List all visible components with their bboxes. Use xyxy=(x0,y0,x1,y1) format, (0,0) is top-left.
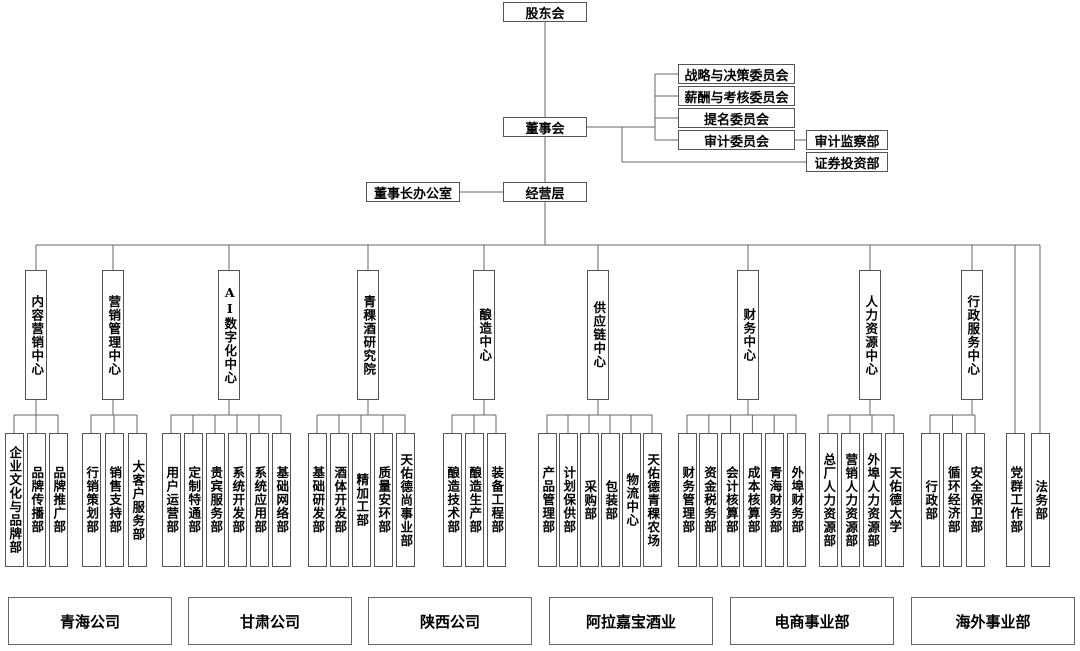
department-box[interactable]: 品牌传播部 xyxy=(26,433,46,567)
department-box[interactable]: 循环经济部 xyxy=(943,433,962,567)
department-box[interactable]: 会计核算部 xyxy=(721,433,741,567)
subsidiary-alajiabao[interactable]: 阿拉嘉宝酒业 xyxy=(549,597,713,645)
department-box[interactable]: 包装部 xyxy=(600,433,620,567)
department-box[interactable]: 采购部 xyxy=(579,433,599,567)
department-box[interactable]: 装备工程部 xyxy=(486,433,506,567)
department-box[interactable]: 销售支持部 xyxy=(104,433,124,567)
department-box[interactable]: 贵宾服务部 xyxy=(205,433,225,567)
shareholders-box[interactable]: 股东会 xyxy=(503,2,587,22)
center-box[interactable]: 财务中心 xyxy=(737,270,759,400)
department-box[interactable]: 财务管理部 xyxy=(677,433,697,567)
department-box[interactable]: 天佑德尚事业部 xyxy=(395,433,415,567)
center-box[interactable]: 酿造中心 xyxy=(473,270,495,400)
department-box[interactable]: 用户运营部 xyxy=(161,433,181,567)
department-box[interactable]: 法务部 xyxy=(1030,433,1050,567)
audit-dept-box[interactable]: 审计监察部 xyxy=(806,130,888,150)
department-box[interactable]: 精加工部 xyxy=(351,433,371,567)
department-box[interactable]: 天佑德大学 xyxy=(884,433,904,567)
center-box[interactable]: AI数字化中心 xyxy=(218,270,240,400)
department-box[interactable]: 成本核算部 xyxy=(742,433,762,567)
securities-dept-box[interactable]: 证券投资部 xyxy=(806,152,888,172)
department-box[interactable]: 计划保供部 xyxy=(558,433,578,567)
department-box[interactable]: 资金税务部 xyxy=(699,433,719,567)
department-box[interactable]: 营销人力资源部 xyxy=(840,433,860,567)
management-box[interactable]: 经营层 xyxy=(503,182,587,202)
department-box[interactable]: 基础网络部 xyxy=(271,433,291,567)
subsidiary-overseas[interactable]: 海外事业部 xyxy=(911,597,1075,645)
department-box[interactable]: 外埠人力资源部 xyxy=(862,433,882,567)
center-box[interactable]: 内容营销中心 xyxy=(25,270,47,400)
department-box[interactable]: 品牌推广部 xyxy=(48,433,68,567)
department-box[interactable]: 酒体开发部 xyxy=(329,433,349,567)
department-box[interactable]: 企业文化与品牌部 xyxy=(4,433,24,567)
department-box[interactable]: 行销策划部 xyxy=(81,433,101,567)
department-box[interactable]: 基础研发部 xyxy=(307,433,327,567)
subsidiary-qinghai[interactable]: 青海公司 xyxy=(8,597,172,645)
department-box[interactable]: 定制特通部 xyxy=(183,433,203,567)
board-box[interactable]: 董事会 xyxy=(503,117,587,137)
center-box[interactable]: 青稞酒研究院 xyxy=(357,270,379,400)
department-box[interactable]: 系统应用部 xyxy=(249,433,269,567)
department-box[interactable]: 青海财务部 xyxy=(764,433,784,567)
subsidiary-gansu[interactable]: 甘肃公司 xyxy=(188,597,352,645)
subsidiary-shaanxi[interactable]: 陕西公司 xyxy=(368,597,532,645)
chairman-office-box[interactable]: 董事长办公室 xyxy=(366,182,460,202)
subsidiary-ecommerce[interactable]: 电商事业部 xyxy=(730,597,894,645)
committee-strategy[interactable]: 战略与决策委员会 xyxy=(678,64,795,84)
committee-nomination[interactable]: 提名委员会 xyxy=(678,108,795,128)
department-box[interactable]: 总厂人力资源部 xyxy=(818,433,838,567)
department-box[interactable]: 酿造技术部 xyxy=(442,433,462,567)
department-box[interactable]: 党群工作部 xyxy=(1005,433,1025,567)
department-box[interactable]: 产品管理部 xyxy=(537,433,557,567)
department-box[interactable]: 系统开发部 xyxy=(227,433,247,567)
department-box[interactable]: 外埠财务部 xyxy=(786,433,806,567)
department-box[interactable]: 酿造生产部 xyxy=(464,433,484,567)
department-box[interactable]: 大客户服务部 xyxy=(127,433,147,567)
department-box[interactable]: 行政部 xyxy=(920,433,940,567)
center-box[interactable]: 供应链中心 xyxy=(587,270,609,400)
department-box[interactable]: 物流中心 xyxy=(621,433,641,567)
committee-compensation[interactable]: 薪酬与考核委员会 xyxy=(678,86,795,106)
department-box[interactable]: 天佑德青稞农场 xyxy=(642,433,662,567)
department-box[interactable]: 安全保卫部 xyxy=(965,433,985,567)
center-box[interactable]: 行政服务中心 xyxy=(961,270,983,400)
center-box[interactable]: 人力资源中心 xyxy=(859,270,881,400)
department-box[interactable]: 质量安环部 xyxy=(373,433,393,567)
center-box[interactable]: 营销管理中心 xyxy=(102,270,124,400)
committee-audit[interactable]: 审计委员会 xyxy=(678,130,795,150)
